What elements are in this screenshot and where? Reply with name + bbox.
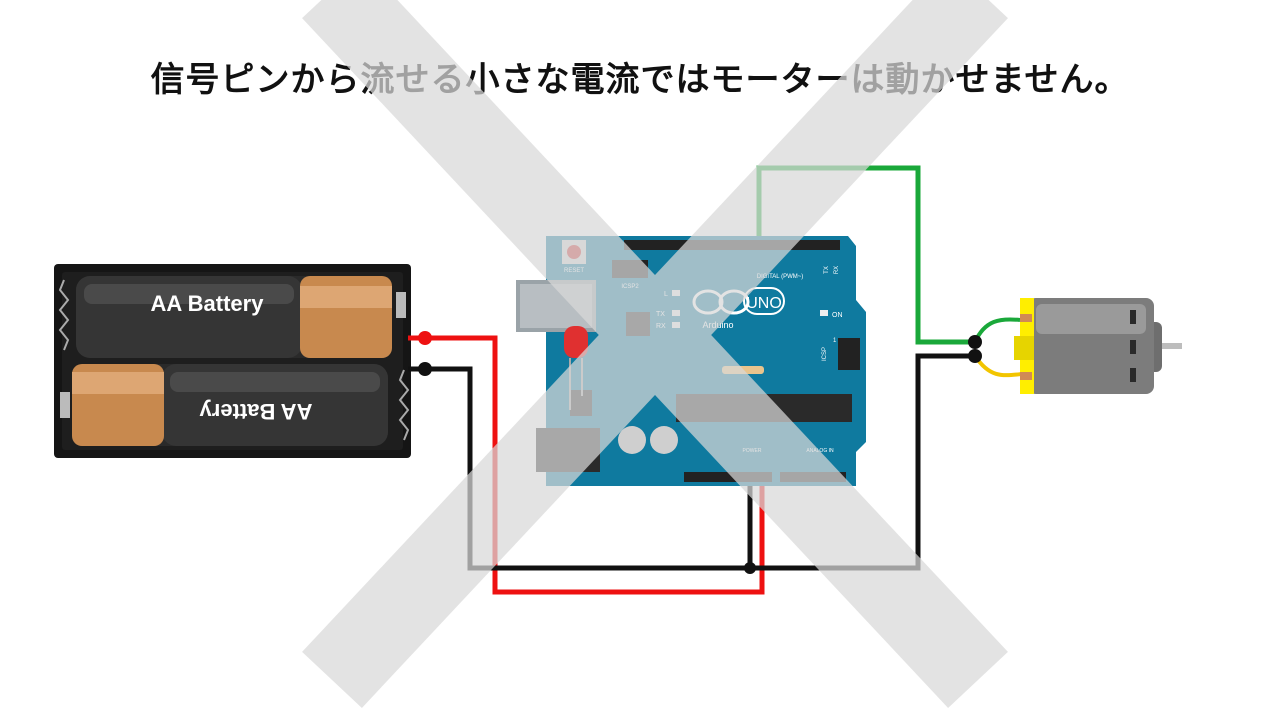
dc-motor — [1014, 298, 1182, 394]
power-header — [684, 472, 772, 482]
page-title: 信号ピンから流せる小さな電流ではモーターは動かせません。 — [150, 60, 1130, 100]
battery-holder: AA Battery AA Battery — [54, 264, 411, 458]
rx-pin-label: RX — [834, 266, 840, 274]
on-label: ON — [832, 312, 843, 319]
junctions — [418, 331, 982, 574]
icsp-number: 1 — [833, 338, 837, 344]
prohibition-cross-icon — [302, 0, 1008, 708]
wire-red — [408, 335, 765, 595]
icsp-header — [838, 338, 860, 370]
wire-black-battery — [408, 366, 750, 571]
battery-plus-terminal — [418, 331, 432, 345]
tx-pin-label: TX — [824, 266, 830, 274]
capacitor-1 — [618, 426, 646, 454]
battery-cell-bottom: AA Battery — [72, 364, 388, 446]
uno-logo-text: UNO — [746, 295, 782, 312]
battery-cell-bottom-label: AA Battery — [199, 399, 313, 424]
battery-cell-top: AA Battery — [76, 276, 392, 358]
analog-label: ANALOG IN — [806, 448, 834, 454]
motor-lead-green — [973, 317, 1021, 343]
ground-junction — [744, 562, 756, 574]
battery-minus-terminal — [418, 362, 432, 376]
motor-terminal-green — [968, 335, 982, 349]
icsp-label: ICSP — [822, 347, 828, 361]
capacitor-2 — [650, 426, 678, 454]
motor-shaft — [1160, 343, 1182, 349]
battery-cell-top-label: AA Battery — [151, 291, 265, 316]
motor-terminal-black — [968, 349, 982, 363]
digital-label: DIGITAL (PWM~) — [757, 274, 804, 280]
